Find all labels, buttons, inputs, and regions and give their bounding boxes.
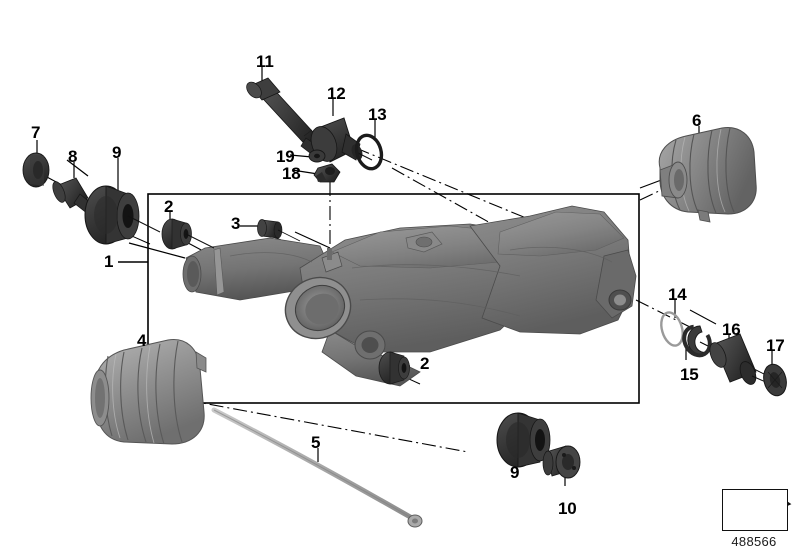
diagram-id-label: 488566 [731,534,777,549]
part-17-end-cap [763,363,787,397]
callout-bellows-boot-right: 6 [692,111,702,130]
part-2-rubber-mount-lower [378,351,410,385]
view-direction-icon-frame [722,489,788,531]
part-13-o-ring-left [354,133,384,171]
callout-flange-bolt: 10 [558,499,577,518]
callout-rubber-mount-lower: 2 [420,354,430,373]
part-5-cable-tie [211,407,423,528]
callout-retaining-clip: 18 [282,164,301,183]
callout-pivot-bolt: 11 [256,52,274,71]
part-16-sleeve-bushing [709,333,769,385]
part-11-pivot-bolt [246,77,325,157]
callout-stud-bolt: 8 [68,147,78,166]
part-9-rubber-mount-large-lower [496,412,551,468]
callout-rubber-mount-large-upper: 9 [112,143,122,162]
callout-washer-collar: 7 [31,123,41,142]
callout-sleeve-bushing: 16 [722,320,741,339]
part-14-o-ring-right [660,311,684,347]
callout-o-ring-right: 14 [668,285,687,304]
callout-cone-bushing: 12 [327,84,346,103]
callout-rubber-mount-large-lower: 9 [510,463,520,482]
callout-o-ring-left: 13 [368,105,387,124]
part-18-retaining-clip [313,163,341,183]
center-bore [284,276,352,340]
lower-bearing-eye [354,330,386,360]
part-19-small-washer [308,149,326,163]
part-3-small-bushing [257,219,301,242]
part-10-flange-bolt [542,445,581,479]
rear-swing-arm-body [182,205,637,387]
callout-small-bushing: 3 [231,214,241,233]
part-12-cone-bushing [310,117,373,163]
part-6-bellows-boot-right [658,127,757,223]
callout-cable-tie: 5 [311,433,321,452]
callout-circlip: 15 [680,365,699,384]
callout-rubber-mount-upper: 2 [164,197,174,216]
callout-rear-swing-arm-assembly: 1 [104,252,114,271]
part-9-rubber-mount-large-upper [84,185,161,245]
part-7-washer-collar [22,152,50,188]
callout-end-cap: 17 [766,336,785,355]
callout-bellows-boot-left: 4 [137,331,147,350]
part-15-circlip [682,324,712,358]
main-assembly-frame [118,193,640,404]
part-2-rubber-mount-upper [161,218,215,250]
part-4-bellows-boot-left [90,339,207,445]
callout-small-washer: 19 [276,147,295,166]
